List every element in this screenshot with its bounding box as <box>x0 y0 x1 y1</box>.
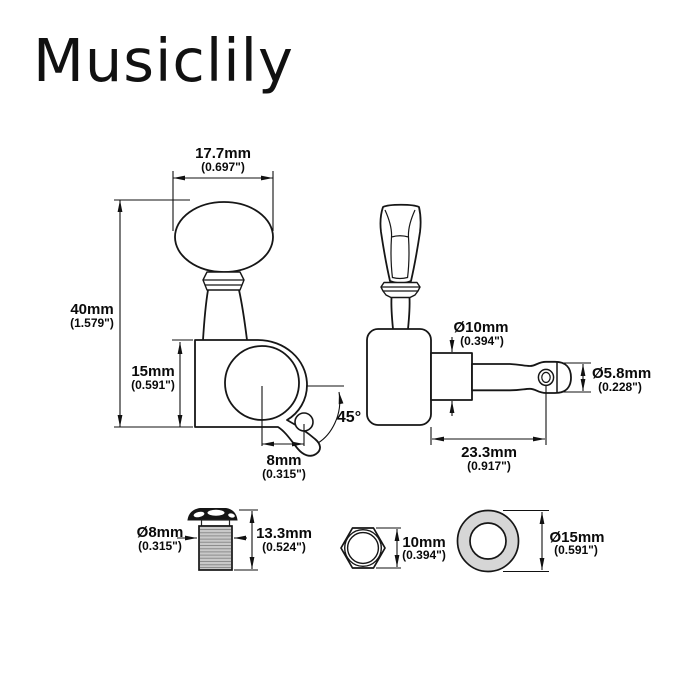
label-overall-height-in: (1.579") <box>70 316 114 330</box>
label-housing-height-in: (0.591") <box>131 378 175 392</box>
label-nut-size-mm: 10mm <box>402 534 445 551</box>
flange-highlight <box>228 513 235 518</box>
tuner-button-front <box>174 201 274 273</box>
dim-nut-size: 10mm (0.394") <box>376 527 446 569</box>
flange-highlight <box>193 511 205 518</box>
hex-nut-drawing: 10mm (0.394") <box>340 527 446 569</box>
collar-ridges-front <box>203 279 244 286</box>
dim-post-length: 23.3mm (0.917") <box>430 386 547 473</box>
label-screw-offset-mm: 8mm <box>266 452 301 469</box>
label-tab-angle: 45° <box>337 409 361 426</box>
washer-inner-circle <box>469 522 507 560</box>
label-post-length-in: (0.917") <box>467 459 511 473</box>
label-string-post-dia-in: (0.228") <box>598 380 642 394</box>
button-facets-side <box>384 209 416 280</box>
label-washer-dia-mm: Ø15mm <box>549 529 604 546</box>
label-housing-height-mm: 15mm <box>131 363 174 380</box>
label-overall-height-mm: 40mm <box>70 301 113 318</box>
dim-washer-dia: Ø15mm (0.591") <box>503 509 605 573</box>
dim-screw-offset: 8mm (0.315") <box>261 386 306 481</box>
label-screw-offset-in: (0.315") <box>262 467 306 481</box>
brand-logo: Musiclily <box>33 26 294 95</box>
label-button-width-mm: 17.7mm <box>195 145 251 162</box>
gear-housing-side <box>366 328 432 426</box>
thread-lines <box>200 529 231 568</box>
label-string-post-dia-mm: Ø5.8mm <box>592 365 651 382</box>
dim-post-base-dia: Ø10mm (0.394") <box>449 319 509 416</box>
label-bushing-height-in: (0.524") <box>262 540 306 554</box>
dim-housing-height: 15mm (0.591") <box>131 339 193 427</box>
label-post-base-dia-in: (0.394") <box>460 334 504 348</box>
post-base-cylinder <box>430 352 473 401</box>
front-view: 17.7mm (0.697") 40mm (1.579") 15mm (0.59… <box>70 145 361 481</box>
nut-chamfer-circle <box>344 529 383 568</box>
label-bushing-height-mm: 13.3mm <box>256 525 312 542</box>
collar-ridges-side <box>381 286 420 292</box>
nut-bore-circle <box>346 531 380 565</box>
button-collar-front <box>202 271 245 291</box>
label-washer-dia-in: (0.591") <box>554 543 598 557</box>
label-bushing-dia-mm: Ø8mm <box>137 524 184 541</box>
dim-string-post-dia: Ø5.8mm (0.228") <box>563 362 651 394</box>
label-post-length-mm: 23.3mm <box>461 444 517 461</box>
tuner-button-side <box>379 203 422 285</box>
dim-tab-angle: 45° <box>306 385 361 444</box>
button-stem-front <box>202 289 248 341</box>
label-bushing-dia-in: (0.315") <box>138 539 182 553</box>
label-button-width-in: (0.697") <box>201 160 245 174</box>
dim-bushing-height: 13.3mm (0.524") <box>234 509 312 571</box>
side-view: Ø10mm (0.394") Ø5.8mm (0.228") 23.3mm (0… <box>366 203 651 473</box>
flange-highlight <box>207 509 225 516</box>
button-collar-side <box>380 281 421 299</box>
washer-drawing: Ø15mm (0.591") <box>456 509 605 573</box>
string-hole-inner <box>541 371 551 383</box>
bushing-neck <box>200 519 231 527</box>
dim-bushing-dia: Ø8mm (0.315") <box>137 524 247 553</box>
label-nut-size-in: (0.394") <box>402 548 446 562</box>
string-hole-outer <box>537 368 555 387</box>
bushing-threaded-body <box>198 525 233 571</box>
dim-button-width: 17.7mm (0.697") <box>172 145 274 231</box>
button-stem-side <box>390 297 411 330</box>
bushing-drawing: Ø8mm (0.315") 13.3mm (0.524") <box>137 508 312 571</box>
string-post <box>471 360 572 394</box>
label-post-base-dia-mm: Ø10mm <box>453 319 508 336</box>
